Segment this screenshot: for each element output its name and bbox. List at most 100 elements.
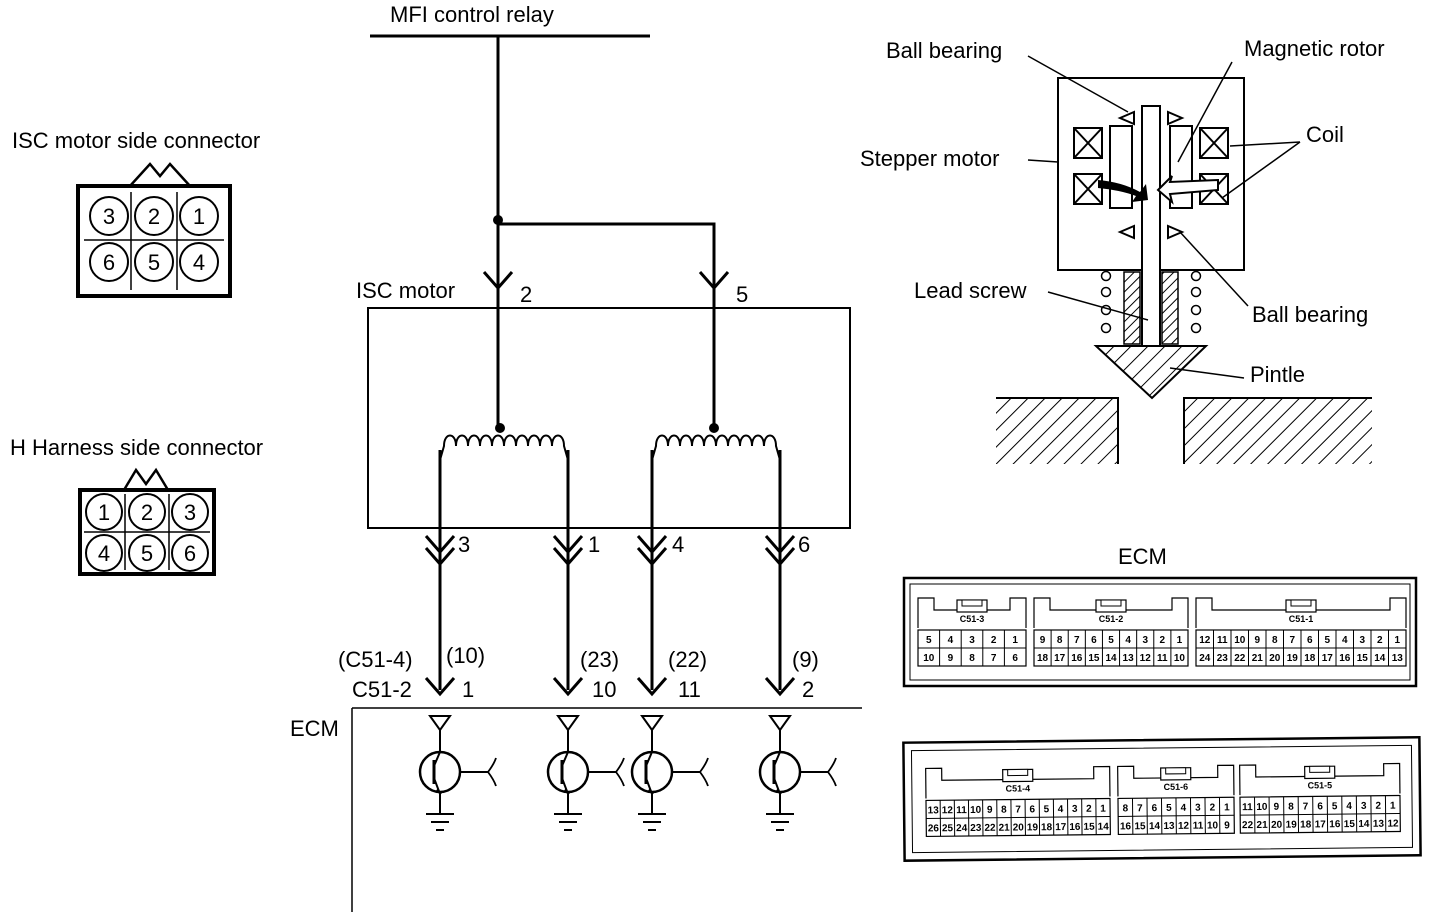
motor-pin-1: 1 — [588, 532, 600, 557]
ecm-pin-number: 10 — [1234, 635, 1246, 646]
ecm-pin-number: 24 — [1199, 653, 1211, 664]
ecm-pin-number: 16 — [1071, 653, 1083, 664]
ecm-pin-number: 4 — [1346, 801, 1352, 812]
ecm-pin-number: 8 — [1001, 805, 1007, 816]
ecm-pin-number: 5 — [1332, 801, 1338, 812]
rotation-arrow — [1098, 180, 1148, 202]
ecm-pin-number: 18 — [1304, 653, 1316, 664]
ecm-pin-number: 19 — [1286, 820, 1298, 831]
ecm-pin-number: 2 — [991, 635, 997, 646]
ecm-pin-number: 22 — [1234, 653, 1246, 664]
ecm-pin-number: 7 — [991, 653, 997, 664]
ecm-pin-number: 11 — [1193, 821, 1204, 832]
ecm-pin-number: 19 — [1027, 822, 1039, 833]
ecm-pin-number: 16 — [1339, 653, 1351, 664]
ecm-pin-number: 12 — [1140, 653, 1152, 664]
harness-connector-title: H Harness side connector — [10, 435, 263, 460]
ecm-connector-name: C51-5 — [1308, 780, 1333, 790]
ecm-pin-number: 25 — [942, 823, 954, 834]
ecm-pin-number: 20 — [1271, 820, 1283, 831]
ecm-pin-number: 8 — [1272, 635, 1278, 646]
ecm-pin-number: 13 — [1123, 653, 1135, 664]
main-circuit: MFI control relay 2 5 ISC motor 3 1 4 6 — [290, 2, 862, 912]
ecm-pin-number: 10 — [923, 653, 935, 664]
connector-pin — [128, 493, 166, 531]
ecm-pin-number: 4 — [1342, 635, 1348, 646]
ecm-pin-number: 16 — [1329, 819, 1341, 830]
ecm-pin-number: 2 — [1086, 804, 1092, 815]
rotation-arrow-outline — [1156, 175, 1219, 205]
ecm-pin-number: 21 — [1252, 653, 1264, 664]
ecm-pin-number: 6 — [1012, 653, 1018, 664]
connector-pin — [134, 196, 174, 236]
motor-pin-3: 3 — [458, 532, 470, 557]
ecm-pin-number: 15 — [1344, 819, 1356, 830]
connector-pin-number: 3 — [103, 204, 115, 229]
ecm-pin-number: 8 — [1123, 803, 1129, 814]
ecm-pin-number: 16 — [1120, 821, 1132, 832]
ecm-pin-number: 17 — [1322, 653, 1334, 664]
ecm-pin-number: 13 — [1392, 653, 1404, 664]
isc-motor-box — [367, 307, 851, 529]
ecm-pin-number: 12 — [1387, 818, 1399, 829]
ecm-pin-number: 9 — [948, 653, 954, 664]
ecm-terminal-conn: C51-2 — [352, 677, 412, 702]
ecm-pin-number: 21 — [999, 823, 1011, 834]
connector-pin — [85, 534, 123, 572]
ecm-pin-number: 5 — [1166, 803, 1172, 814]
ecm-pin-number: 3 — [1195, 803, 1201, 814]
ecm-pin-number: 15 — [1088, 653, 1100, 664]
ecm-pin-number: 14 — [1374, 653, 1386, 664]
lead-screw-label: Lead screw — [914, 278, 1027, 303]
driver-transistor — [546, 714, 626, 832]
connector-pin-number: 2 — [148, 204, 160, 229]
ecm-terminal-alt-conn: (C51-4) — [338, 647, 413, 672]
ball-bearing-top-label: Ball bearing — [886, 38, 1002, 63]
ecm-label: ECM — [290, 716, 339, 741]
ecm-pin-number: 11 — [1217, 635, 1228, 646]
ecm-connector-name: C51-4 — [1006, 783, 1031, 793]
ecm-pin-number: 26 — [928, 823, 940, 834]
ecm-pin-number: 6 — [1307, 635, 1313, 646]
pintle-label: Pintle — [1250, 362, 1305, 387]
ecm-pin-number: 4 — [1180, 803, 1186, 814]
connector-pin — [134, 242, 174, 282]
ecm-pin-number: 22 — [1242, 820, 1254, 831]
ecm-pin-number: 15 — [1134, 821, 1146, 832]
ecm-terminal-alt-num: (22) — [668, 647, 707, 672]
ecm-terminal-alt-num: (10) — [446, 643, 485, 668]
ecm-pin-number: 6 — [1317, 801, 1323, 812]
ecm-pin-number: 6 — [1091, 635, 1097, 646]
ecm-connector-name: C51-2 — [1099, 614, 1124, 624]
ecm-pin-number: 8 — [969, 653, 975, 664]
ecm-pin-number: 1 — [1390, 801, 1396, 812]
ecm-pin-number: 20 — [1269, 653, 1281, 664]
ecm-pin-number: 8 — [1057, 635, 1063, 646]
ecm-pin-number: 4 — [1125, 635, 1131, 646]
ecm-terminal-alt-num: (23) — [580, 647, 619, 672]
ecm-connector-name: C51-1 — [1289, 614, 1314, 624]
connector-pin-number: 4 — [98, 541, 110, 566]
ecm-connector-name: C51-3 — [960, 614, 985, 624]
ecm-pin-number: 3 — [969, 635, 975, 646]
ecm-pin-number: 2 — [1160, 635, 1166, 646]
ecm-pin-number: 3 — [1142, 635, 1148, 646]
ecm-pin-number: 17 — [1055, 822, 1067, 833]
connector-pin-number: 3 — [184, 500, 196, 525]
ecm-pin-number: 5 — [1044, 804, 1050, 815]
pintle-shape — [1093, 345, 1209, 400]
ecm-pin-number: 4 — [948, 635, 954, 646]
driver-transistor — [758, 714, 838, 832]
motor-pin-6: 6 — [798, 532, 810, 557]
ecm-pin-number: 3 — [1072, 804, 1078, 815]
ecm-pin-number: 12 — [1199, 635, 1211, 646]
ecm-pin-number: 18 — [1041, 822, 1053, 833]
ecm-pin-number: 3 — [1359, 635, 1365, 646]
